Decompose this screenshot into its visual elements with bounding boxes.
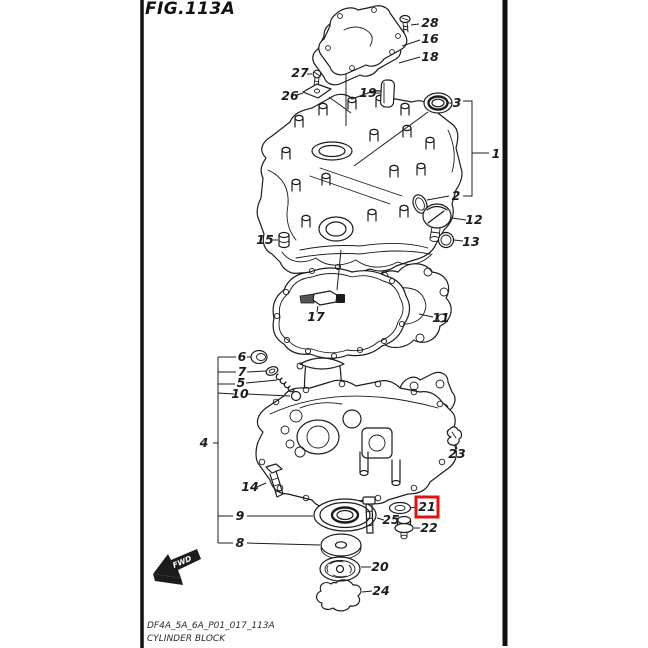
part-oil-pressure-switch-17 bbox=[299, 290, 345, 306]
assembly-name: CYLINDER BLOCK bbox=[147, 634, 226, 644]
part-cap-15 bbox=[278, 231, 290, 249]
part-gasket-24 bbox=[316, 579, 362, 612]
part-bracket-26 bbox=[302, 83, 332, 99]
callout-27[interactable]: 27 bbox=[291, 65, 309, 80]
part-oil-seal-9 bbox=[313, 498, 377, 532]
part-clip-23 bbox=[446, 426, 463, 446]
leader-lines bbox=[213, 23, 489, 593]
callout-26[interactable]: 26 bbox=[281, 88, 299, 103]
part-o-ring-7 bbox=[265, 366, 279, 376]
part-bolt-25 bbox=[362, 496, 376, 534]
callout-16[interactable]: 16 bbox=[421, 31, 439, 46]
callout-11[interactable]: 11 bbox=[432, 310, 449, 325]
highlight-box-part-21 bbox=[414, 495, 440, 519]
part-plug-6 bbox=[250, 349, 268, 365]
callout-6[interactable]: 6 bbox=[238, 349, 247, 364]
part-check-ball-10 bbox=[290, 390, 302, 402]
part-cylinder-head-block bbox=[256, 90, 463, 279]
callout-3[interactable]: 3 bbox=[453, 95, 462, 110]
callout-28[interactable]: 28 bbox=[421, 15, 439, 30]
part-gasket-11 bbox=[272, 263, 452, 360]
callout-24[interactable]: 24 bbox=[372, 583, 389, 598]
part-bolt-27 bbox=[312, 69, 322, 88]
part-spring-5 bbox=[275, 373, 295, 393]
callout-1[interactable]: 1 bbox=[492, 146, 501, 161]
part-o-ring-13 bbox=[437, 231, 455, 249]
part-washer-8 bbox=[320, 533, 362, 560]
part-dowel-pin-19 bbox=[379, 79, 396, 108]
part-screw-28 bbox=[399, 14, 411, 33]
callout-22[interactable]: 22 bbox=[420, 520, 437, 535]
part-lower-crankcase bbox=[255, 371, 457, 509]
part-oil-seal-3 bbox=[423, 92, 453, 114]
callout-5[interactable]: 5 bbox=[237, 375, 246, 390]
callout-18[interactable]: 18 bbox=[421, 49, 439, 64]
callout-9[interactable]: 9 bbox=[236, 508, 245, 523]
part-oil-filler-cap-12 bbox=[422, 203, 452, 242]
callout-15[interactable]: 15 bbox=[256, 232, 274, 247]
callout-14[interactable]: 14 bbox=[241, 479, 258, 494]
part-bolt-14 bbox=[265, 463, 284, 498]
part-strainer-20 bbox=[319, 556, 361, 582]
fwd-arrow: FWD bbox=[153, 549, 201, 585]
part-nut-22 bbox=[394, 515, 414, 540]
callout-23[interactable]: 23 bbox=[448, 446, 465, 461]
drawing-code: DF4A_5A_6A_P01_017_113A bbox=[147, 621, 275, 631]
callout-19[interactable]: 19 bbox=[359, 85, 377, 100]
callout-4[interactable]: 4 bbox=[199, 435, 209, 450]
callout-7[interactable]: 7 bbox=[238, 364, 247, 379]
callout-25[interactable]: 25 bbox=[382, 512, 400, 527]
callout-2[interactable]: 2 bbox=[452, 188, 461, 203]
callout-20[interactable]: 20 bbox=[371, 559, 389, 574]
callout-21[interactable]: 21 bbox=[418, 499, 435, 514]
figure-title: FIG.113A bbox=[145, 0, 236, 19]
callout-8[interactable]: 8 bbox=[236, 535, 245, 550]
callout-10[interactable]: 10 bbox=[231, 386, 249, 401]
callout-17[interactable]: 17 bbox=[307, 309, 325, 324]
callout-13[interactable]: 13 bbox=[462, 234, 479, 249]
callout-12[interactable]: 12 bbox=[465, 212, 482, 227]
page-footer: DF4A_5A_6A_P01_017_113A CYLINDER BLOCK bbox=[147, 620, 275, 646]
part-breather-cover-16 bbox=[318, 5, 408, 76]
part-plug-2 bbox=[412, 194, 428, 214]
